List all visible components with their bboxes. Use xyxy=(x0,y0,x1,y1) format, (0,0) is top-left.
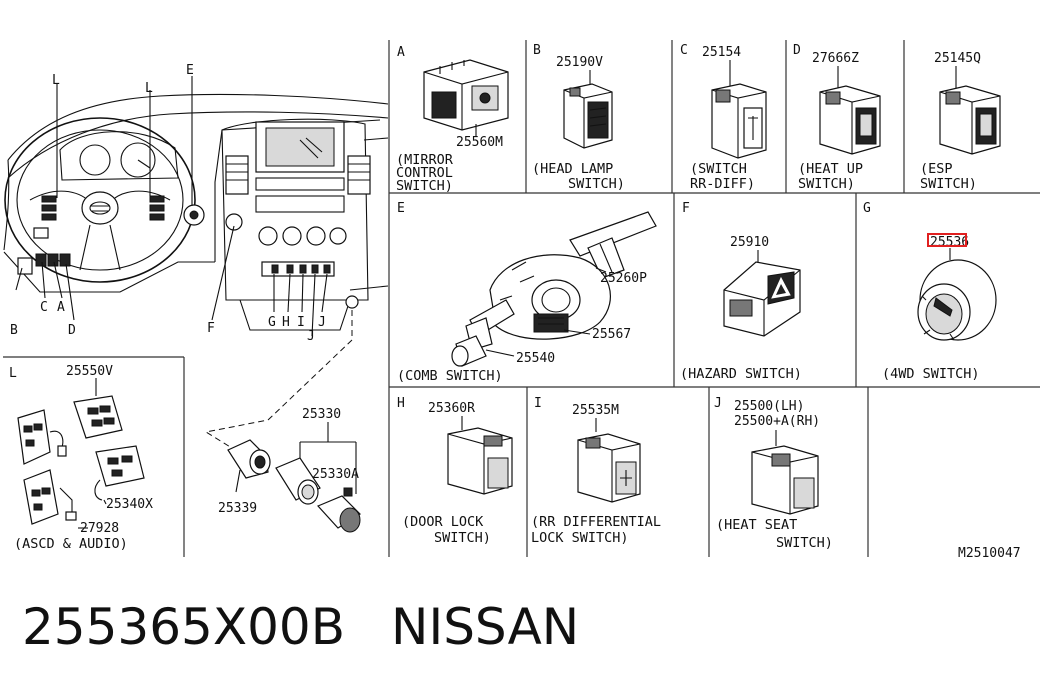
callout-B: B xyxy=(10,323,18,338)
caption-line-1: (MIRROR xyxy=(396,152,454,168)
callout-L-right: L xyxy=(145,81,153,96)
panel-j-heat-seat-switch: J 25500(LH) 25500+A(RH) (HEAT SEAT SWITC… xyxy=(714,396,833,551)
caption-line-2: SWITCH) xyxy=(920,176,977,192)
callout-C: C xyxy=(40,300,48,315)
part-number-socket: 25330 xyxy=(302,407,341,422)
caption-line-2: LOCK SWITCH) xyxy=(531,530,629,546)
part-number-rh: 25500+A(RH) xyxy=(734,414,820,429)
caption-line-2: SWITCH) xyxy=(798,176,855,192)
caption-line-2: RR-DIFF) xyxy=(690,176,755,192)
part-number: 25145Q xyxy=(934,51,981,66)
part-number-ring: 25567 xyxy=(592,327,631,342)
callout-D: D xyxy=(68,323,76,338)
panel-esp-switch: 25145Q (ESP SWITCH) xyxy=(920,51,1001,192)
callout-H: H xyxy=(282,315,290,330)
part-number-highlight-box xyxy=(927,233,967,247)
caption-line-1: (ASCD & AUDIO) xyxy=(14,536,128,552)
panel-e-comb-switch: E 25260P 25567 25540 (COMB SWITCH) xyxy=(397,201,657,384)
part-number: 25154 xyxy=(702,45,741,60)
part-number-mid: 25340X xyxy=(106,497,153,512)
callout-G: G xyxy=(268,315,276,330)
panel-letter: B xyxy=(533,43,541,58)
brand-name: NISSAN xyxy=(391,598,580,656)
part-number-title: 255365X00B xyxy=(22,598,346,656)
caption-line-1: (4WD SWITCH) xyxy=(882,366,980,382)
panel-l-ascd-audio: L 25550V 25340X 27928 (ASCD & AUDIO) xyxy=(9,364,153,552)
part-number: 25910 xyxy=(730,235,769,250)
part-number-lh: 25500(LH) xyxy=(734,399,804,414)
panel-letter: C xyxy=(680,43,688,58)
part-number: 25560M xyxy=(456,135,503,150)
part-number-bottom: 27928 xyxy=(80,521,119,536)
panel-letter: A xyxy=(397,45,405,60)
caption-line-2: SWITCH) xyxy=(776,535,833,551)
callout-L-left: L xyxy=(52,73,60,88)
panel-letter: D xyxy=(793,43,801,58)
caption-line-1: (HEAD LAMP xyxy=(532,161,613,177)
part-number: 25536 xyxy=(930,235,969,250)
caption-line-1: (DOOR LOCK xyxy=(402,514,484,530)
panel-grid xyxy=(3,40,1040,557)
dashboard-overview: L E L B C A D F G H I J J xyxy=(3,63,389,459)
callout-J-lower: J xyxy=(307,329,315,344)
panel-b-head-lamp-switch: B 25190V (HEAD LAMP SWITCH) xyxy=(532,43,625,192)
part-number: 27666Z xyxy=(812,51,859,66)
panel-letter: E xyxy=(397,201,405,216)
caption-line-2: SWITCH) xyxy=(434,530,491,546)
caption-line-1: (ESP xyxy=(920,161,953,177)
caption-line-1: (RR DIFFERENTIAL xyxy=(531,514,661,530)
caption-line-2: CONTROL xyxy=(396,165,453,181)
panel-letter: I xyxy=(534,396,542,411)
part-number-lever: 25540 xyxy=(516,351,555,366)
panel-letter: H xyxy=(397,396,405,411)
panel-letter: F xyxy=(682,201,690,216)
panel-letter: G xyxy=(863,201,871,216)
panel-c-rr-diff-switch: C 25154 (SWITCH RR-DIFF) xyxy=(680,43,767,192)
caption-line-1: (HEAT UP xyxy=(798,161,863,177)
caption-line-1: (COMB SWITCH) xyxy=(397,368,503,384)
caption-line-3: SWITCH) xyxy=(396,178,453,194)
panel-letter: J xyxy=(714,396,722,411)
panel-d-heat-up-switch: D 27666Z (HEAT UP SWITCH) xyxy=(793,43,881,192)
part-number: 25360R xyxy=(428,401,475,416)
part-number: 25190V xyxy=(556,55,603,70)
part-number-bezel: 25339 xyxy=(218,501,257,516)
caption-line-1: (HEAT SEAT xyxy=(716,517,797,533)
part-number-socket-a: 25330A xyxy=(312,467,359,482)
part-number-comb: 25260P xyxy=(600,271,647,286)
panel-g-4wd-switch: G 25536 (4WD SWITCH) xyxy=(863,201,997,382)
part-number-top: 25550V xyxy=(66,364,113,379)
callout-I: I xyxy=(297,315,305,330)
panel-a-mirror-switch: A 25560M (MIRROR CONTROL SWITCH) xyxy=(396,45,509,194)
part-footer: 255365X00B NISSAN xyxy=(22,598,579,662)
panel-f-hazard-switch: F 25910 (HAZARD SWITCH) xyxy=(680,201,802,382)
part-number: 25535M xyxy=(572,403,619,418)
panel-h-door-lock-switch: H 25360R (DOOR LOCK SWITCH) xyxy=(397,396,513,546)
caption-line-1: (HAZARD SWITCH) xyxy=(680,366,802,382)
diagram-code: M2510047 xyxy=(958,546,1021,561)
callout-E: E xyxy=(186,63,194,78)
panel-i-rr-diff-lock-switch: I 25535M (RR DIFFERENTIAL LOCK SWITCH) xyxy=(531,396,661,546)
panel-letter: L xyxy=(9,366,17,381)
power-socket-assembly: 25330 25330A 25339 xyxy=(218,407,361,533)
caption-line-1: (SWITCH xyxy=(690,161,747,177)
caption-line-2: SWITCH) xyxy=(568,176,625,192)
callout-A: A xyxy=(57,300,65,315)
callout-J-upper: J xyxy=(318,315,326,330)
callout-F: F xyxy=(207,321,215,336)
